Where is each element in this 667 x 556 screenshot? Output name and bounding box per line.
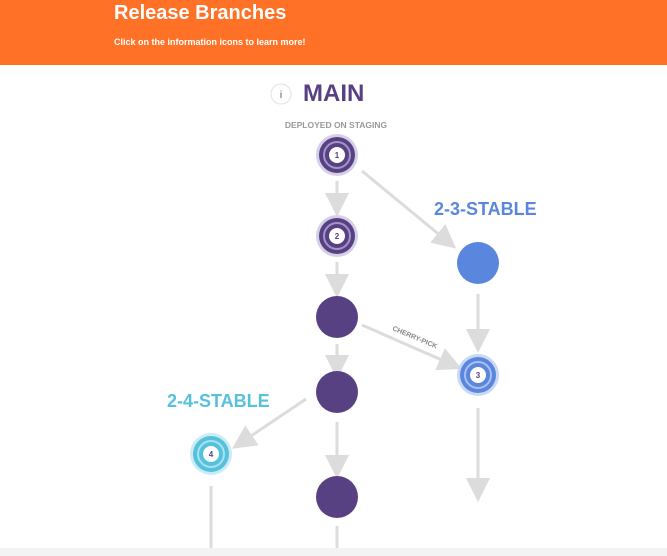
main-commit-1-info-button[interactable]: 1 <box>316 134 358 176</box>
deployed-on-staging-label: DEPLOYED ON STAGING <box>285 120 388 130</box>
commit-number-3: 3 <box>476 371 481 380</box>
branch-2-4-stable-label: 2-4-STABLE <box>167 391 270 411</box>
main-commit-3 <box>316 296 358 338</box>
main-commit-4 <box>316 371 358 413</box>
branch-2-3-stable-label: 2-3-STABLE <box>434 199 537 219</box>
main-info-button[interactable]: i <box>270 83 292 105</box>
branch-2-4-arrow <box>232 397 307 449</box>
commit-number-4: 4 <box>209 450 214 459</box>
branch-2-3-commit-info-button[interactable]: 3 <box>457 354 499 396</box>
main-commit-5 <box>316 476 358 518</box>
bottom-strip <box>0 548 667 556</box>
cherry-pick-arrow <box>361 323 462 371</box>
release-branches-diagram: i MAIN DEPLOYED ON STAGING 2-3-STABLE CH… <box>167 80 537 556</box>
page-header: Release Branches Click on the informatio… <box>0 0 667 65</box>
page-subtitle: Click on the information icons to learn … <box>114 37 306 47</box>
page-title: Release Branches <box>114 2 287 24</box>
branch-2-4-commit-info-button[interactable]: 4 <box>190 433 232 475</box>
branch-2-3-arrow <box>361 169 457 249</box>
commit-number-1: 1 <box>335 151 340 160</box>
main-branch-label: MAIN <box>303 80 364 107</box>
commit-number-2: 2 <box>335 232 340 241</box>
info-icon: i <box>280 90 282 101</box>
branch-2-3-commit-1 <box>457 242 499 284</box>
main-commit-2-info-button[interactable]: 2 <box>316 215 358 257</box>
